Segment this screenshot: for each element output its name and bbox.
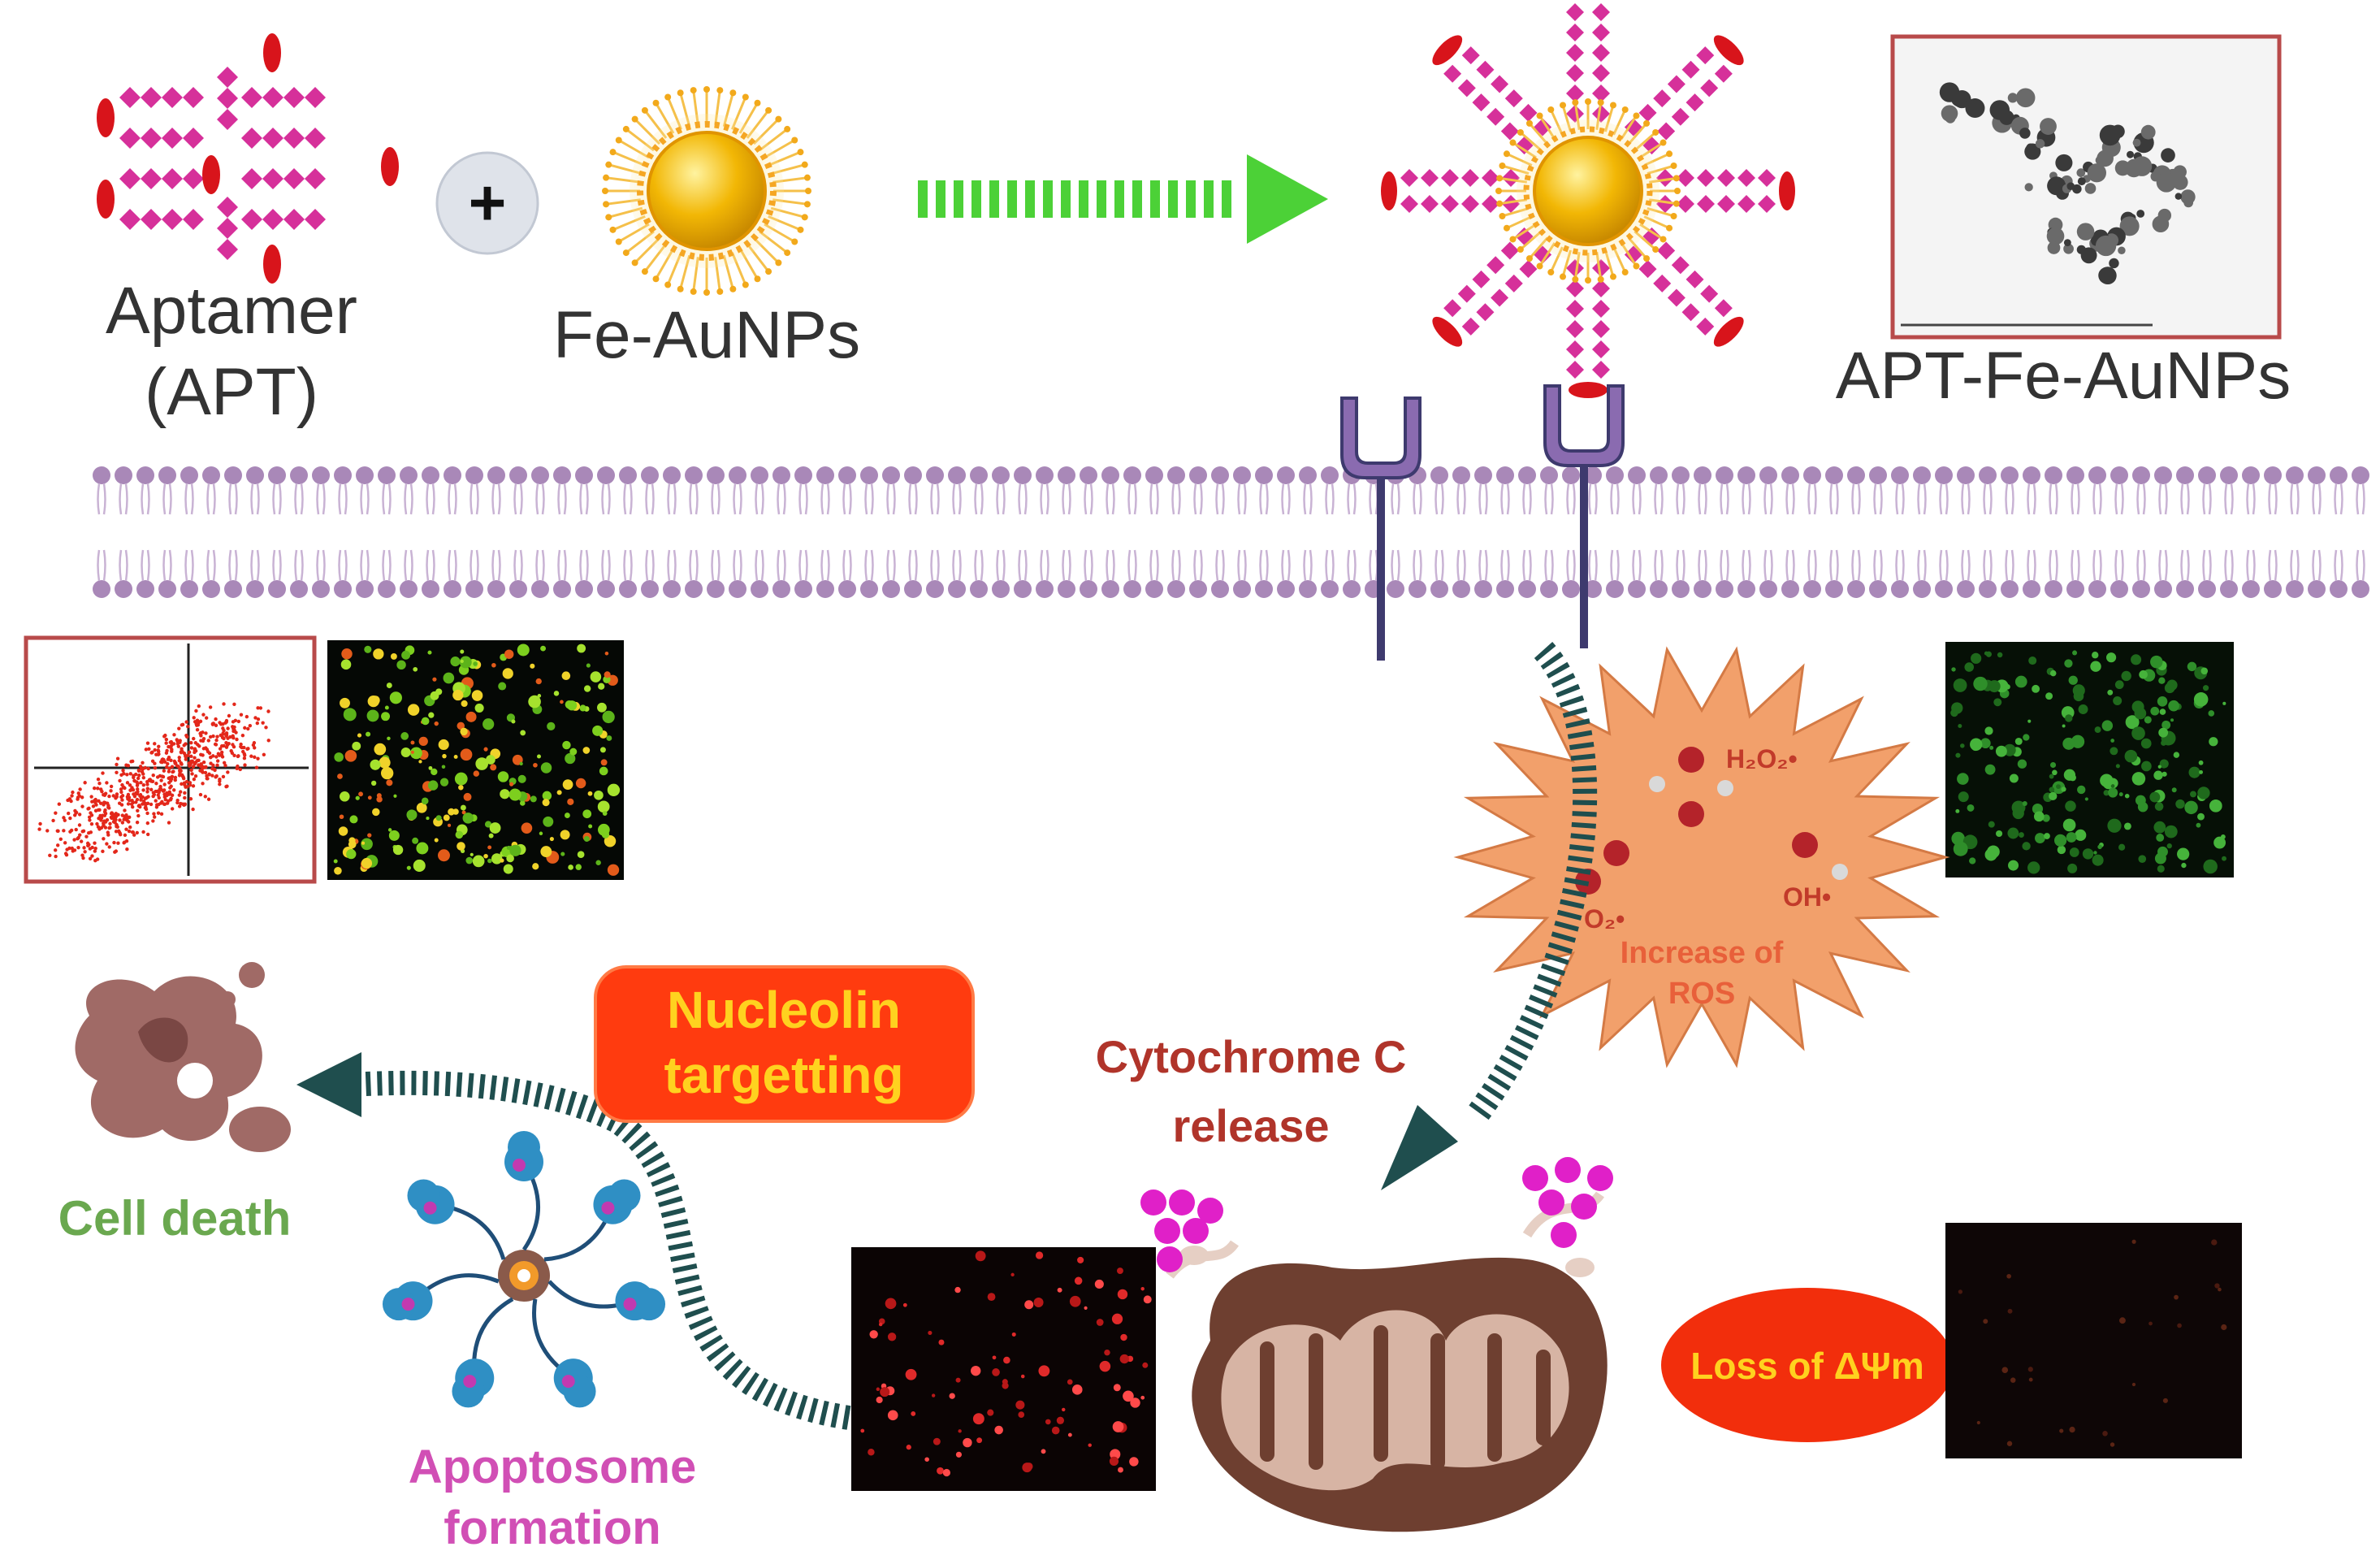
- h2o2-label: H₂O₂•: [1726, 744, 1798, 774]
- nucleolin-targeting-badge: Nucleolin targetting: [594, 965, 975, 1123]
- gold-nanoparticle-icon: [602, 86, 811, 296]
- svg-text:+: +: [469, 167, 507, 239]
- membrane-potential-badge: Loss of ΔΨm: [1661, 1288, 1954, 1442]
- fluorescence-image: [851, 1247, 1156, 1491]
- fluorescence-image: [1945, 642, 2234, 878]
- aptamer-icon: [97, 33, 399, 284]
- fluorescence-image: [327, 640, 624, 880]
- aptamer-label-line1: Aptamer: [106, 274, 357, 348]
- apt-fe-aunps-label: APT-Fe-AuNPs: [1836, 339, 2291, 413]
- pathway-arrow-icon: [296, 1052, 851, 1430]
- cytochrome-label-line2: release: [1172, 1100, 1329, 1151]
- nucleolin-label-line1: Nucleolin: [667, 981, 901, 1039]
- dead-cell-icon: [75, 962, 291, 1152]
- green-arrow-icon: [918, 154, 1328, 244]
- o2-label: O₂•: [1584, 904, 1625, 934]
- apoptosome-label-line1: Apoptosome: [409, 1441, 696, 1493]
- pathway-arrow-icon: [1381, 641, 1598, 1190]
- tem-micrograph: [1890, 34, 2282, 340]
- cell-death-label: Cell death: [58, 1191, 292, 1246]
- flow-cytometry-plot: [24, 635, 317, 884]
- ros-burst-icon: H₂O₂• O₂• OH• Increase of ROS: [1453, 646, 1950, 1068]
- plus-icon: +: [435, 151, 539, 255]
- receptor-icon: [1340, 396, 1422, 662]
- oh-label: OH•: [1783, 882, 1831, 912]
- receptor-icon: [1543, 384, 1625, 650]
- conjugate-icon: [1381, 3, 1795, 398]
- fluorescence-image: [1945, 1223, 2242, 1458]
- cytochrome-label-line1: Cytochrome C: [1096, 1031, 1407, 1082]
- ros-label-line2: ROS: [1668, 977, 1735, 1011]
- fe-aunps-label: Fe-AuNPs: [553, 298, 860, 372]
- apoptosome-label-line2: formation: [444, 1502, 660, 1547]
- cell-membrane: [91, 465, 2371, 600]
- aptamer-label-line2: (APT): [145, 355, 318, 429]
- ros-label-line1: Increase of: [1621, 936, 1784, 970]
- loss-membrane-label: Loss of ΔΨm: [1690, 1345, 1924, 1387]
- apoptosome-icon: [382, 1131, 666, 1408]
- mitochondrion-icon: [1140, 1157, 1613, 1532]
- nucleolin-label-line2: targetting: [664, 1046, 903, 1104]
